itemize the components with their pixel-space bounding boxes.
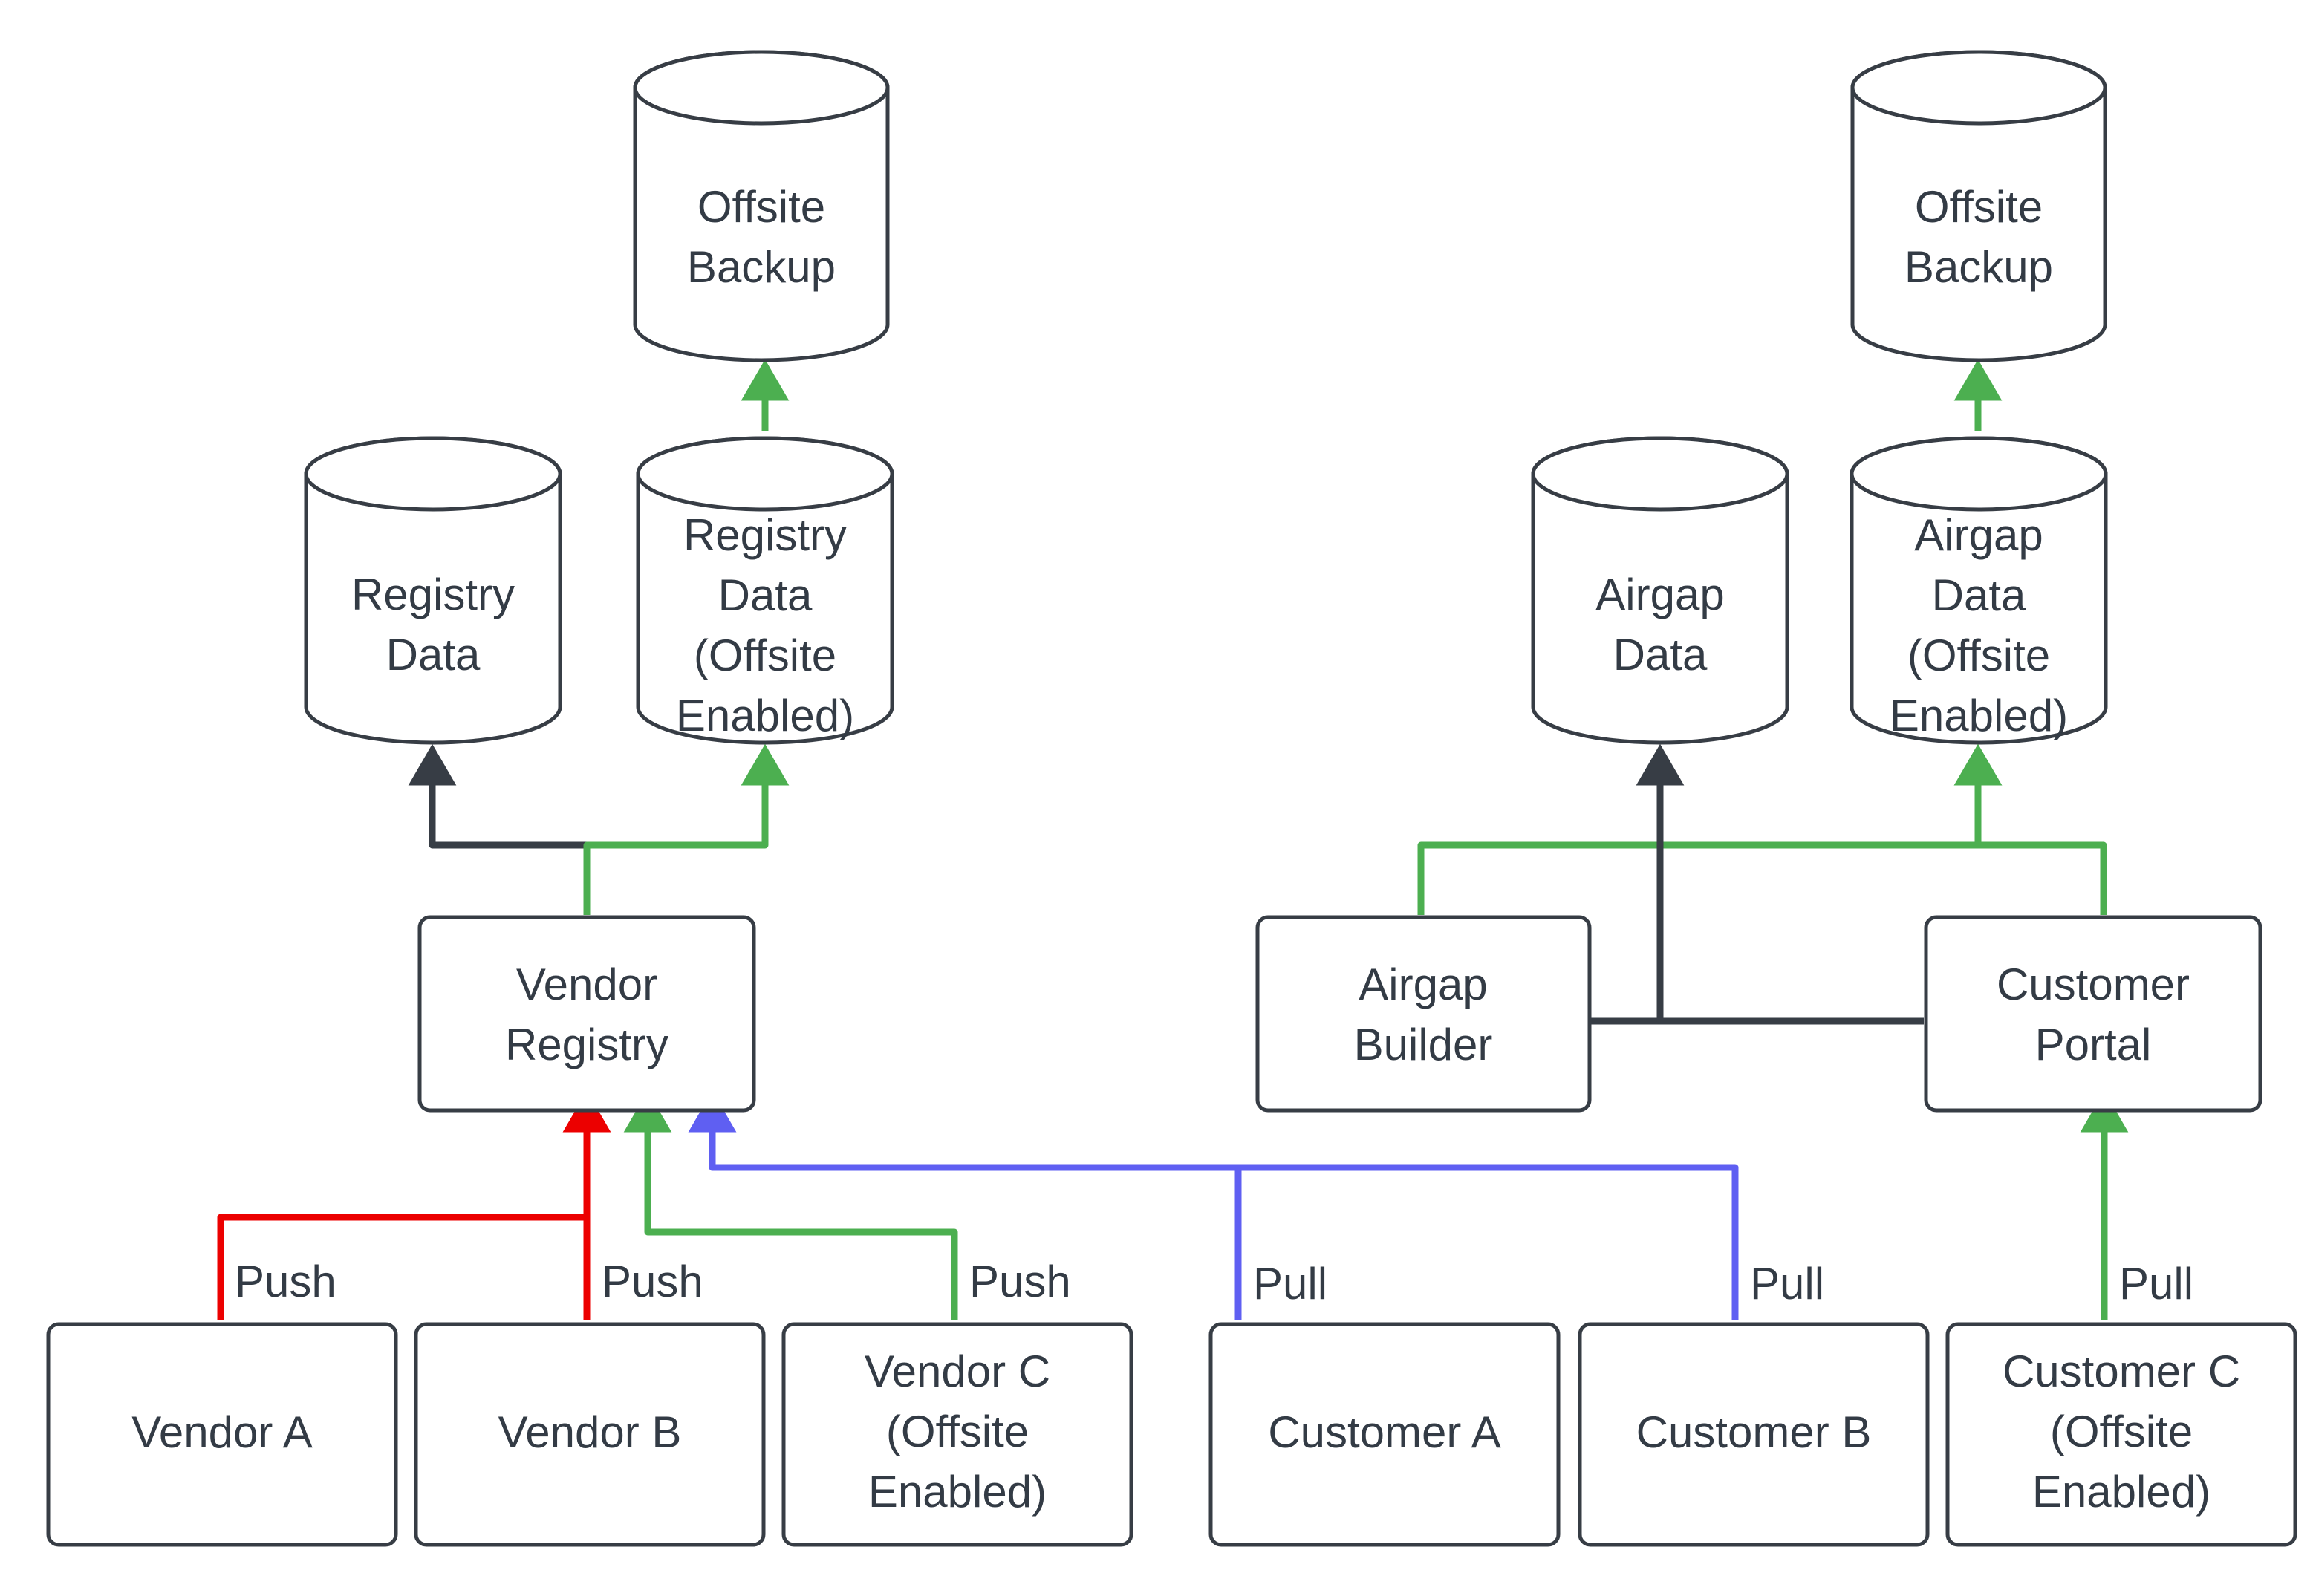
node-label: Offsite [1915,182,2043,232]
edge-vendor-c-to-registry [623,1090,958,1320]
node-airgap-data-offsite[interactable]: Airgap Data (Offsite Enabled) [1850,436,2108,745]
node-registry-data-offsite[interactable]: Registry Data (Offsite Enabled) [636,436,894,745]
node-registry-data[interactable]: Registry Data [304,436,562,745]
edge-airgap-builder-to-airgap-data-offsite [1417,743,2003,915]
edge-label-vendor-c-push: Push [969,1257,1071,1306]
node-label: Enabled) [868,1467,1047,1517]
node-label: (Offsite [2050,1407,2193,1456]
node-customer-a[interactable]: Customer A [1208,1322,1561,1547]
node-vendor-a[interactable]: Vendor A [46,1322,398,1547]
node-label: Backup [1904,242,2053,292]
edge-label-vendor-a-push: Push [235,1257,336,1306]
node-label: Enabled) [1890,691,2068,740]
edge-customer-portal-to-airgap-data-offsite [1953,743,2107,915]
node-vendor-b[interactable]: Vendor B [414,1322,766,1547]
node-label: Offsite [697,182,825,232]
node-airgap-builder[interactable]: Airgap Builder [1255,915,1592,1113]
edge-label-customer-b-pull: Pull [1750,1259,1824,1309]
node-label: Enabled) [2032,1467,2210,1517]
node-label: Airgap [1914,510,2043,560]
node-label: Portal [2035,1020,2152,1069]
node-label: Data [718,570,813,620]
node-offsite-backup-left[interactable]: Offsite Backup [633,50,890,362]
edge-customer-b-to-registry [688,1090,1739,1320]
node-label: Data [386,630,481,680]
node-label: Builder [1354,1020,1493,1069]
node-label: Vendor B [498,1407,682,1457]
node-label: Customer C [2003,1346,2240,1396]
node-airgap-data[interactable]: Airgap Data [1531,436,1789,745]
node-label: (Offsite [886,1407,1029,1456]
node-label: Airgap [1595,570,1724,619]
edge-vendor-registry-to-registry-data [408,743,591,915]
node-offsite-backup-right[interactable]: Offsite Backup [1850,50,2107,362]
node-label: Vendor A [131,1407,313,1457]
node-label: Data [1932,570,2026,620]
node-label: (Offsite [1907,631,2050,680]
node-customer-b[interactable]: Customer B [1578,1322,1930,1547]
edge-customer-portal-to-airgap-data [1636,743,1924,1025]
node-label: Registry [505,1020,668,1069]
node-vendor-c[interactable]: Vendor C (Offsite Enabled) [781,1322,1133,1547]
edge-label-vendor-b-push: Push [602,1257,703,1306]
node-customer-portal[interactable]: Customer Portal [1924,915,2262,1113]
node-label: Vendor [516,960,657,1009]
node-label: Vendor C [865,1346,1050,1396]
node-label: Data [1613,630,1708,680]
node-label: Customer A [1268,1407,1500,1457]
node-label: Enabled) [676,691,854,740]
node-label: Customer B [1636,1407,1872,1457]
node-label: (Offsite [694,631,836,680]
edge-label-customer-a-pull: Pull [1253,1259,1327,1309]
node-customer-c[interactable]: Customer C (Offsite Enabled) [1945,1322,2297,1547]
node-label: Registry [683,510,847,560]
node-label: Registry [351,570,515,619]
edge-label-customer-c-pull: Pull [2119,1259,2193,1309]
node-label: Airgap [1359,960,1487,1009]
node-vendor-registry[interactable]: Vendor Registry [417,915,756,1113]
node-label: Customer [1997,960,2190,1009]
node-label: Backup [687,242,836,292]
edge-vendor-registry-to-registry-data-offsite [583,743,790,915]
